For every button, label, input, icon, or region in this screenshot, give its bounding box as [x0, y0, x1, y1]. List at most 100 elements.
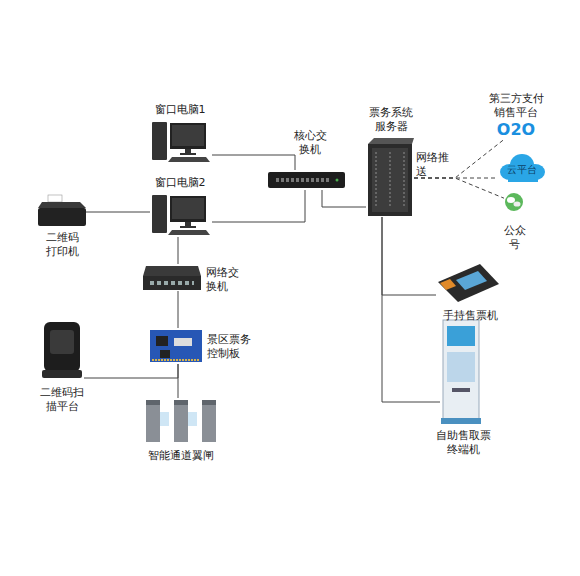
- handheld-screen: [456, 271, 487, 290]
- pc-screen: [172, 198, 204, 219]
- network-cable: [178, 364, 179, 398]
- server-top: [368, 138, 414, 144]
- printer-top: [38, 202, 86, 208]
- board-pcb: [150, 330, 202, 362]
- scanner-body: [44, 322, 80, 372]
- core-switch-icon: [268, 172, 345, 188]
- gate-post: [202, 404, 216, 442]
- pc-tower: [152, 195, 167, 233]
- device-node: 二维码扫 描平台: [40, 318, 84, 380]
- network-cable: [382, 217, 436, 295]
- control-board-icon: [150, 330, 202, 362]
- server-grill: [403, 152, 405, 208]
- pc-keyboard: [168, 157, 210, 162]
- board-chip: [156, 336, 168, 346]
- server-panel: [372, 148, 408, 212]
- device-node: 窗口电脑1: [150, 120, 212, 164]
- device-label: 公众 号: [501, 224, 528, 252]
- network-cable: [322, 190, 366, 207]
- scanner-window: [50, 330, 74, 354]
- gate-cap: [202, 400, 216, 405]
- pc-stand-base: [180, 226, 196, 228]
- board-chip: [160, 350, 170, 358]
- gate-wing: [188, 412, 197, 426]
- pc-monitor: [170, 123, 206, 149]
- network-cable: [212, 155, 295, 170]
- pc-tower: [152, 122, 167, 160]
- scanner-base: [42, 370, 82, 378]
- switch-top: [143, 266, 201, 276]
- network-cable: [178, 237, 179, 264]
- pc-keyboard: [168, 230, 210, 235]
- device-node: 网络交 换机: [143, 264, 201, 291]
- device-node: 云平台: [498, 154, 546, 182]
- wechat-icon: [505, 193, 523, 211]
- network-cable: [212, 190, 305, 222]
- handheld-accent: [440, 279, 456, 290]
- kiosk-body: [443, 320, 479, 420]
- network-switch-icon: [143, 266, 201, 290]
- pc-monitor: [170, 196, 206, 222]
- device-label: 手持售票机: [422, 309, 518, 323]
- printer-body: [38, 208, 86, 226]
- pc-stand-base: [180, 153, 196, 155]
- printer-paper: [48, 195, 62, 202]
- device-label: 云平台: [496, 163, 548, 177]
- server-grill: [389, 152, 391, 208]
- kiosk-icon: [441, 320, 481, 424]
- kiosk-panel: [447, 352, 475, 382]
- device-label: 网络交 换机: [206, 266, 246, 294]
- device-label: 智能通道翼闸: [126, 449, 236, 463]
- device-node: 自助售取票 终端机: [440, 318, 484, 424]
- board-connector: [174, 338, 192, 346]
- wechat-bubble: [514, 201, 521, 206]
- network-push-line: [414, 140, 503, 178]
- network-cable: [86, 212, 150, 213]
- device-node: 核心交 换机: [268, 170, 346, 190]
- network-cable: [178, 291, 179, 328]
- network-push-line: [414, 178, 504, 198]
- device-label: 窗口电脑2: [135, 176, 225, 190]
- device-label: 景区票务 控制板: [207, 333, 257, 361]
- gate-wing: [160, 412, 169, 426]
- server-grill: [375, 152, 377, 208]
- device-label: O2O: [486, 120, 546, 139]
- gate-post: [146, 404, 160, 442]
- gate-post: [174, 404, 188, 442]
- device-label: 二维码扫 描平台: [37, 386, 87, 414]
- pc-icon: [152, 122, 210, 162]
- switch-front: [143, 276, 201, 290]
- device-node: 景区票务 控制板: [150, 328, 202, 364]
- device-node: 公众 号: [504, 192, 525, 213]
- device-label: 票务系统 服务器: [366, 106, 416, 134]
- device-label: 第三方支付 销售平台: [486, 92, 546, 120]
- server-body: [368, 144, 412, 216]
- switch-light: [336, 179, 339, 182]
- device-node: 窗口电脑2: [150, 193, 212, 237]
- handheld-body: [438, 264, 499, 302]
- kiosk-base: [441, 418, 481, 424]
- scanner-icon: [42, 322, 82, 378]
- device-label: 核心交 换机: [290, 129, 330, 157]
- device-node: 票务系统 服务器: [366, 138, 414, 217]
- printer-icon: [38, 195, 86, 226]
- device-node: 第三方支付 销售平台O2O: [490, 120, 542, 140]
- switch-ports: [150, 281, 194, 285]
- kiosk-slot: [452, 388, 470, 392]
- kiosk-screen: [447, 326, 475, 346]
- switch-body: [268, 172, 345, 188]
- server-icon: [368, 138, 414, 216]
- device-node: 二维码 打印机: [38, 196, 86, 226]
- board-pins: [152, 359, 200, 361]
- wechat-circle: [505, 193, 523, 211]
- gate-icon: [146, 400, 216, 442]
- pc-icon: [152, 195, 210, 235]
- gate-cap: [146, 400, 160, 405]
- device-label: 二维码 打印机: [42, 231, 82, 259]
- network-cable: [84, 364, 178, 378]
- device-label: 窗口电脑1: [135, 103, 225, 117]
- pc-screen: [172, 125, 204, 146]
